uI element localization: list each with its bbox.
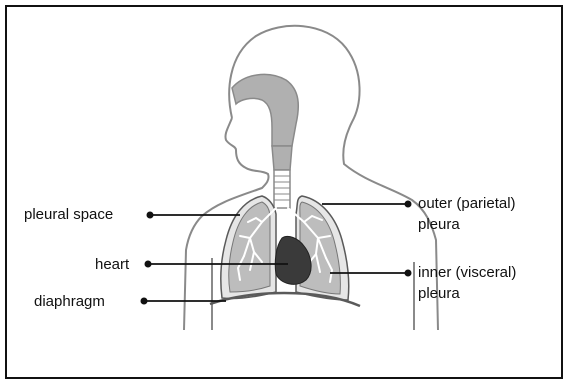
label-inner-line1: inner (visceral) <box>418 262 516 283</box>
inner-pleura-dot <box>405 270 412 277</box>
pleural-space-dot <box>147 212 154 219</box>
label-outer-parietal-pleura: outer (parietal) pleura <box>418 193 516 235</box>
heart-dot <box>145 261 152 268</box>
label-diaphragm: diaphragm <box>34 291 105 312</box>
label-pleural-space: pleural space <box>24 204 113 225</box>
label-inner-visceral-pleura: inner (visceral) pleura <box>418 262 516 304</box>
label-outer-line2: pleura <box>418 214 516 235</box>
label-inner-line2: pleura <box>418 283 516 304</box>
throat-airway <box>272 146 292 170</box>
nasal-airway <box>232 74 298 146</box>
outer-pleura-dot <box>405 201 412 208</box>
diaphragm-dot <box>141 298 148 305</box>
label-outer-line1: outer (parietal) <box>418 193 516 214</box>
label-heart: heart <box>95 254 129 275</box>
